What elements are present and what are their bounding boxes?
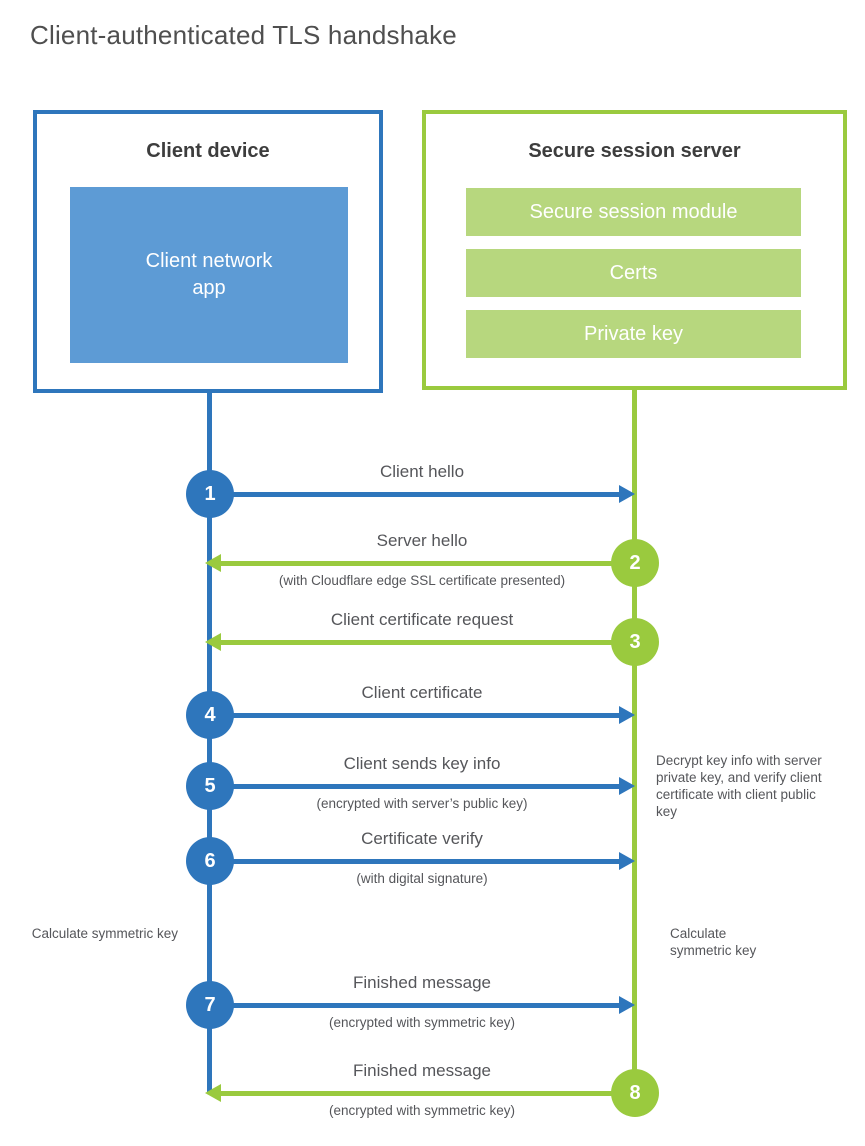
arrowhead-right-icon	[619, 852, 635, 870]
server-lifeline	[632, 390, 637, 1093]
arrowhead-left-icon	[205, 633, 221, 651]
step-2-circle: 2	[611, 539, 659, 587]
client-device-box: Client device Client network app	[33, 110, 383, 393]
server-module-secure-session: Secure session module	[466, 188, 801, 236]
message-arrow-line	[221, 561, 633, 566]
message-arrow-line	[210, 713, 619, 718]
message-label: Finished message	[353, 1061, 491, 1080]
message-arrow-line	[210, 784, 619, 789]
message-label: Client sends key info	[343, 754, 501, 773]
step-3-circle: 3	[611, 618, 659, 666]
message-sublabel: (encrypted with symmetric key)	[328, 1103, 516, 1118]
server-title: Secure session server	[528, 140, 741, 162]
step-7-circle: 7	[186, 981, 234, 1029]
message-arrow-line	[210, 1003, 619, 1008]
message-label: Client certificate	[361, 683, 483, 702]
message-label: Server hello	[376, 531, 468, 550]
server-box: Secure session server Secure session mod…	[422, 110, 847, 390]
step-5-circle: 5	[186, 762, 234, 810]
message-sublabel: (encrypted with symmetric key)	[328, 1015, 516, 1030]
server-module-certs: Certs	[466, 249, 801, 297]
message-sublabel: (with Cloudflare edge SSL certificate pr…	[278, 573, 566, 588]
message-sublabel: (with digital signature)	[356, 871, 488, 886]
message-arrow-line	[210, 492, 619, 497]
client-lifeline	[207, 390, 212, 1093]
arrowhead-right-icon	[619, 777, 635, 795]
message-label: Certificate verify	[361, 829, 483, 848]
arrowhead-right-icon	[619, 996, 635, 1014]
message-arrow-line	[221, 1091, 633, 1096]
arrowhead-left-icon	[205, 554, 221, 572]
message-arrow-line	[210, 859, 619, 864]
note-decrypt-key-info: Decrypt key info with server private key…	[656, 753, 822, 819]
client-device-title: Client device	[146, 140, 270, 162]
arrowhead-right-icon	[619, 485, 635, 503]
arrowhead-right-icon	[619, 706, 635, 724]
message-sublabel: (encrypted with server’s public key)	[316, 796, 528, 811]
step-1-circle: 1	[186, 470, 234, 518]
message-label: Finished message	[353, 973, 491, 992]
step-4-circle: 4	[186, 691, 234, 739]
message-arrow-line	[221, 640, 633, 645]
note-calculate-symmetric-key-server: Calculate symmetric key	[670, 926, 757, 958]
arrowhead-left-icon	[205, 1084, 221, 1102]
page-title: Client-authenticated TLS handshake	[30, 20, 457, 50]
message-label: Client hello	[379, 462, 465, 481]
message-label: Client certificate request	[330, 610, 514, 629]
client-network-app-box: Client network app	[70, 187, 348, 363]
note-calculate-symmetric-key-client: Calculate symmetric key	[31, 926, 178, 941]
step-6-circle: 6	[186, 837, 234, 885]
step-8-circle: 8	[611, 1069, 659, 1117]
server-module-private-key: Private key	[466, 310, 801, 358]
